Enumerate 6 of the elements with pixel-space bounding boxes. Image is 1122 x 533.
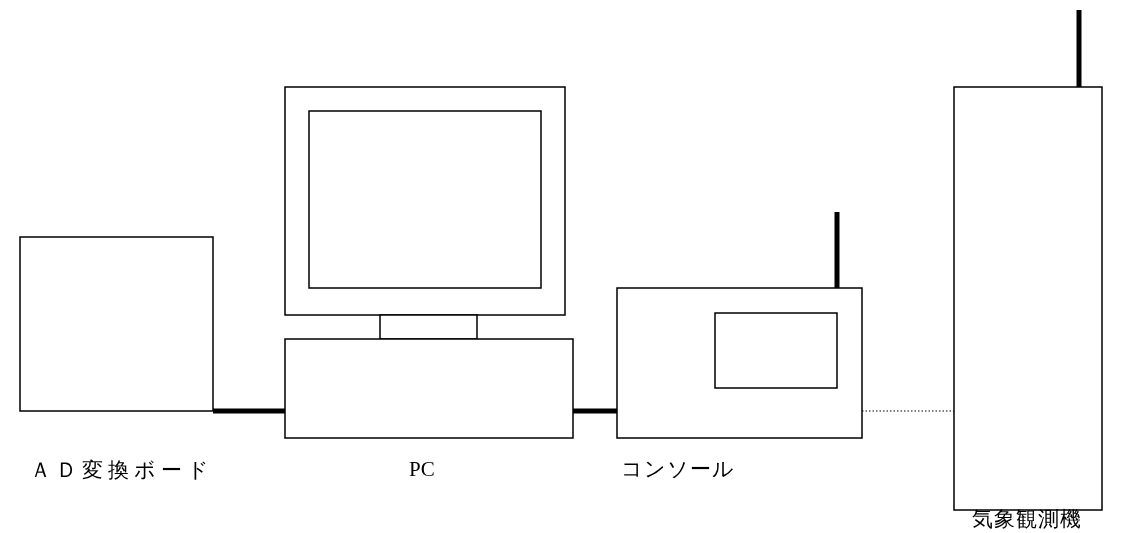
cable: [213, 408, 285, 414]
device-label: PC: [409, 457, 435, 481]
device-label: ＡＤ変換ボード: [30, 458, 214, 482]
device-label: 気象観測機: [972, 507, 1082, 531]
device-label: コンソール: [621, 457, 735, 481]
cable: [573, 408, 617, 414]
